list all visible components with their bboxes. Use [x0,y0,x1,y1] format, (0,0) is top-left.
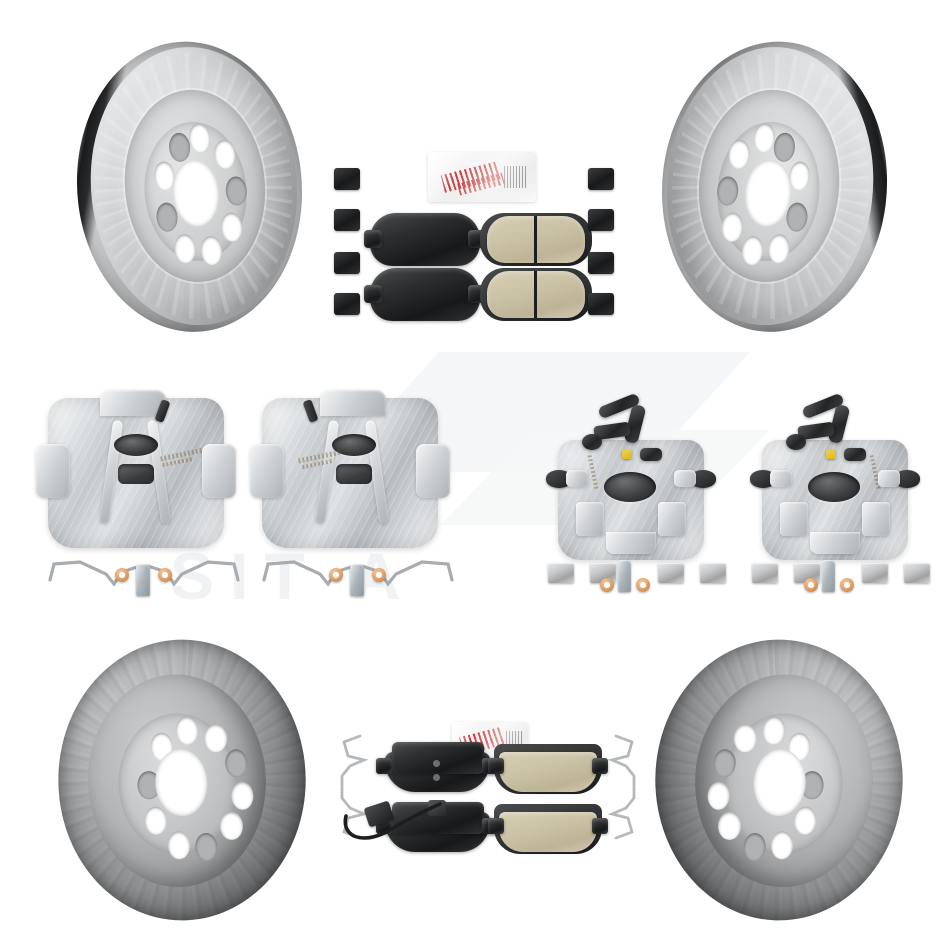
front-rotor-left [60,25,318,349]
front-pad-backing-lower [370,268,480,321]
rear-pad-rivet-upper-2 [433,774,440,781]
caliper-guide-pin-boot-right [690,470,716,488]
rear-pad-rivet-upper-1 [433,760,440,767]
copper-washer [372,568,386,582]
caliper-top-fitting [844,448,866,461]
rear-pad-ceramic-ear-left-lower [488,818,504,834]
rear-pad-ceramic-ear-right-lower [592,818,608,834]
caliper-guide-pin-sleeve-left [566,470,588,487]
caliper-lower-bridge [606,532,656,554]
caliper-piston-bore [114,434,158,456]
caliper-top-fitting [640,448,662,461]
copper-washer [329,568,343,582]
rear-pad-retaining-spring-left-pair [330,730,380,845]
copper-washer [840,578,854,592]
rear-caliper-left [558,440,704,560]
rear-rotor-right [639,621,919,939]
rotor-disc-body [639,621,919,939]
caliper-guide-pin-boot-right [894,470,920,488]
parking-brake-pivot [582,434,602,450]
front-pad-ceramic-slot-lower [534,271,537,318]
copper-washer [804,578,818,592]
brake-wear-sensor-wire [336,796,446,852]
front-caliper-left [36,390,236,548]
pad-abutment-clip [752,563,778,583]
caliper-guide-pin-sleeve-left [770,470,792,487]
pad-abutment-clip [904,563,930,583]
rear-pad-ear-left-upper [376,758,392,774]
rear-rotor-left [42,621,322,939]
abutment-clip [334,293,360,315]
caliper-mounting-ear-left [250,444,284,498]
abutment-clip [588,293,614,315]
rotor-disc-body [644,25,909,349]
rear-pad-ceramic-ear-right-upper [592,758,608,774]
bleeder-screw-loose [822,560,835,592]
parking-brake-yellow-tab [622,450,632,459]
rear-pad-retaining-spring-right-pair [596,730,646,845]
abutment-clip [588,252,614,274]
pad-abutment-clip [658,563,684,583]
caliper-bridge [100,390,166,416]
caliper-piston-bore [808,472,860,502]
pad-abutment-clip [548,563,574,583]
abutment-clip [334,252,360,274]
bleeder-screw-loose [136,564,150,596]
front-pad-backing-upper [370,213,480,266]
front-hardware-bag [428,152,536,202]
caliper-guide-pin-boot-left [546,470,572,488]
bleeder-screw-loose [350,564,364,596]
rear-pad-ceramic-upper [499,752,597,792]
rear-pad-ceramic-lower [499,812,597,852]
caliper-mounting-ear-right [416,444,450,498]
caliper-guide-pin-sleeve-right [878,470,900,487]
copper-washer [115,568,129,582]
caliper-fin-right [658,502,686,536]
front-pad-ear-left-lower [364,285,382,303]
bag-plastic-sheen [428,152,536,202]
copper-washer [158,568,172,582]
copper-washer [600,578,614,592]
rotor-disc-body [42,621,322,939]
front-pad-ear-left-upper [364,230,382,248]
parking-brake-pivot [786,434,806,450]
bleeder-screw-loose [618,560,631,592]
front-rotor-right [646,25,904,349]
pad-abutment-clip [700,563,726,583]
caliper-mounting-ear-left [36,444,70,498]
rear-pad-ceramic-ear-left-upper [488,758,504,774]
pad-abutment-clip [862,563,888,583]
caliper-guide-pin-boot-left [750,470,776,488]
front-pad-ceramic-slot-upper [534,216,537,263]
rotor-disc-body [56,25,321,349]
caliper-fin-left [780,502,808,536]
caliper-piston-bore [604,472,656,502]
abutment-clip [588,209,614,231]
caliper-piston-bore [332,434,376,456]
caliper-inspection-slot [118,464,154,484]
caliper-lower-bridge [810,532,860,554]
caliper-guide-pin-sleeve-right [674,470,696,487]
abutment-clip [334,168,360,190]
rear-pad-upper-body [392,742,484,774]
abutment-clip [588,168,614,190]
copper-washer [636,578,650,592]
caliper-fin-left [576,502,604,536]
caliper-bridge [320,390,386,416]
caliper-mounting-ear-right [202,444,236,498]
front-caliper-right [250,390,450,548]
parking-brake-yellow-tab [826,450,836,459]
caliper-fin-right [862,502,890,536]
caliper-inspection-slot [336,464,372,484]
abutment-clip [334,209,360,231]
rear-caliper-right [762,440,908,560]
